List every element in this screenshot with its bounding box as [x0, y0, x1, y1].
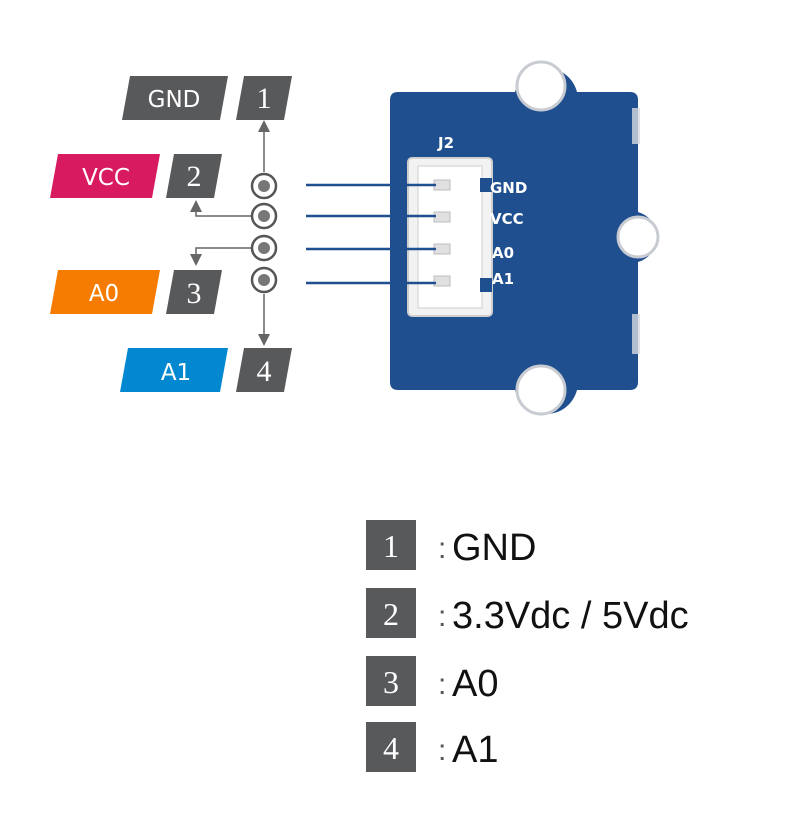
wires	[306, 183, 436, 285]
legend: 1 : GND 2 : 3.3Vdc / 5Vdc 3 : A0 4 : A1	[366, 520, 689, 772]
pcb-label-a0: A0	[492, 244, 514, 262]
legend-separator-1: :	[438, 532, 446, 565]
pin-3-number: 3	[187, 277, 202, 310]
arrow-pin-2	[190, 200, 254, 217]
legend-text-2: 3.3Vdc / 5Vdc	[452, 595, 689, 637]
legend-row-1: 1 : GND	[366, 520, 536, 570]
legend-number-4: 4	[383, 730, 399, 766]
legend-row-2: 2 : 3.3Vdc / 5Vdc	[366, 588, 689, 638]
legend-text-1: GND	[452, 527, 536, 569]
legend-separator-4: :	[438, 734, 446, 767]
pin-2-number-bg	[166, 154, 222, 198]
legend-number-2: 2	[383, 596, 399, 632]
pin-vcc-tag-bg	[50, 154, 160, 198]
pin-a0-tag-bg	[50, 270, 160, 314]
pin-4-number-bg	[236, 348, 292, 392]
pin-circles	[250, 172, 278, 294]
legend-number-3: 3	[383, 664, 399, 700]
pin-tag-vcc: VCC 2	[50, 154, 222, 198]
legend-number-box-1	[366, 520, 416, 570]
legend-number-box-4	[366, 722, 416, 772]
legend-number-box-2	[366, 588, 416, 638]
pin-1-number: 1	[257, 82, 272, 115]
pin-tag-gnd: GND 1	[122, 76, 292, 120]
pcb-label-gnd: GND	[490, 179, 527, 197]
pcb-edge-ridge-bottom	[632, 314, 640, 354]
pin-tag-a0: A0 3	[50, 270, 222, 314]
pin-2-number: 2	[187, 160, 202, 193]
pin-vcc-tag-label: VCC	[82, 165, 130, 191]
pin-1-number-bg	[236, 76, 292, 120]
legend-separator-3: :	[438, 668, 446, 701]
pcb-label-vcc: VCC	[490, 210, 524, 228]
pin-3-number-bg	[166, 270, 222, 314]
pin-tag-a1: A1 4	[120, 348, 292, 392]
legend-text-3: A0	[452, 663, 498, 705]
legend-row-4: 4 : A1	[366, 722, 498, 772]
legend-number-1: 1	[383, 528, 399, 564]
pin-a1-tag-bg	[120, 348, 228, 392]
pcb-edge-ridge-top	[632, 108, 640, 144]
legend-number-box-3	[366, 656, 416, 706]
pcb-board: J2 GND VCC A0 A1	[390, 60, 660, 416]
legend-text-4: A1	[452, 729, 498, 771]
pin-arrows	[190, 120, 270, 346]
connector-label: J2	[437, 134, 454, 152]
pin-a0-tag-label: A0	[89, 281, 119, 307]
pin-gnd-tag-label: GND	[148, 87, 201, 113]
pcb-body	[390, 67, 657, 415]
pin-a1-tag-label: A1	[161, 360, 191, 386]
legend-separator-2: :	[438, 600, 446, 633]
arrow-pin-3	[190, 247, 254, 266]
pcb-label-a1: A1	[492, 270, 514, 288]
pin-4-number: 4	[257, 355, 272, 388]
pin-gnd-tag-bg	[122, 76, 228, 120]
legend-row-3: 3 : A0	[366, 656, 498, 706]
